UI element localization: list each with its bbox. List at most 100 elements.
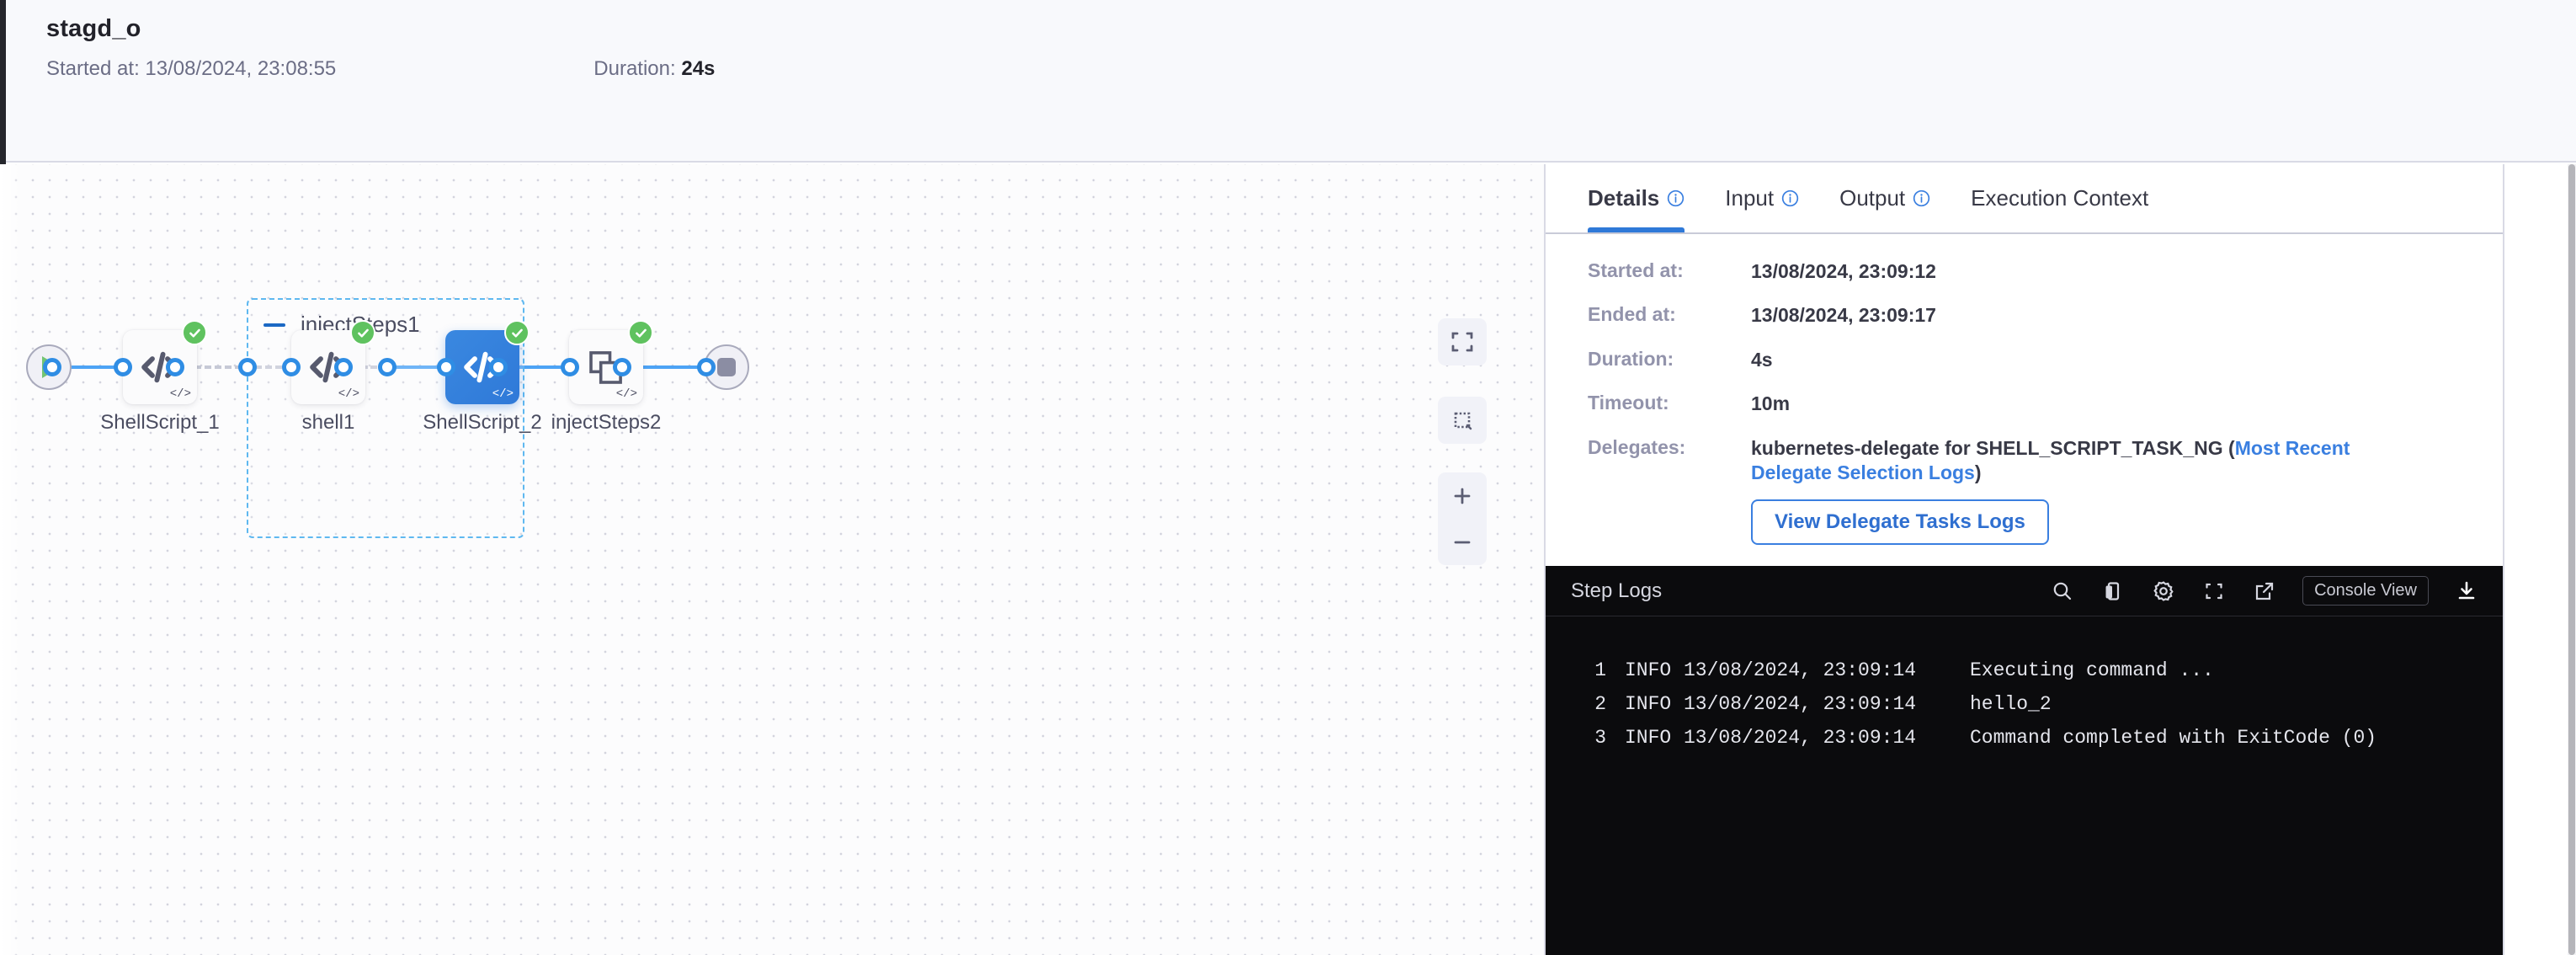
delegate-text: kubernetes-delegate for SHELL_SCRIPT_TAS… <box>1751 436 2235 459</box>
view-delegate-tasks-logs-button[interactable]: View Delegate Tasks Logs <box>1751 499 2049 545</box>
port-injectsteps2-in <box>561 358 579 376</box>
dashed-select-icon <box>1438 397 1487 444</box>
selection-box-button[interactable] <box>1438 397 1487 444</box>
detail-value: 13/08/2024, 23:09:17 <box>1751 304 1936 327</box>
delegate-text-suffix: ) <box>1974 461 1982 484</box>
scrollbar-thumb[interactable] <box>2568 164 2575 955</box>
tab-output[interactable]: Output <box>1819 164 1951 232</box>
header-meta: Started at: 13/08/2024, 23:08:55 Duratio… <box>46 57 715 81</box>
started-at-label: Started at: <box>46 57 140 80</box>
fullscreen-icon[interactable] <box>2201 579 2227 604</box>
port-shell1-out <box>334 358 353 376</box>
log-level: INFO <box>1625 659 1672 681</box>
delegate-selection-logs-link[interactable]: Most Recent Delegate Selection Logs <box>1751 436 2350 484</box>
info-icon[interactable] <box>1781 189 1799 207</box>
detail-label: Timeout: <box>1588 392 1669 414</box>
node-type-code-icon: </> <box>615 387 637 401</box>
tab-label: Output <box>1839 185 1906 211</box>
log-line: 2 INFO 13/08/2024, 23:09:14 hello_2 <box>1546 687 2503 721</box>
plus-icon[interactable] <box>1438 472 1487 519</box>
graph-node-label: ShellScript_2 <box>423 411 542 434</box>
port-shellscript2-in <box>437 358 455 376</box>
log-line-number: 1 <box>1594 659 1606 681</box>
detail-tabs: Details Input Output Execution Context <box>1546 164 2503 234</box>
graph-node-label: injectSteps2 <box>551 411 662 434</box>
tab-execution-context[interactable]: Execution Context <box>1951 164 2169 232</box>
port-shell1-in <box>282 358 301 376</box>
graph-node-injectsteps2[interactable]: </> injectSteps2 <box>551 320 661 434</box>
started-at-value: 13/08/2024, 23:08:55 <box>145 57 337 80</box>
minus-icon[interactable] <box>1438 519 1487 565</box>
graph-node-label: ShellScript_1 <box>100 411 220 434</box>
port-group-in <box>238 358 257 376</box>
status-success-icon <box>350 320 375 345</box>
detail-row-started-at: Started at: 13/08/2024, 23:09:12 <box>1588 259 2461 284</box>
fit-screen-icon <box>1438 318 1487 365</box>
port-shellscript1-out <box>166 358 184 376</box>
port-shellscript1-in <box>114 358 132 376</box>
log-line-number: 3 <box>1594 727 1606 749</box>
collapse-icon[interactable] <box>263 323 285 327</box>
log-level: INFO <box>1625 727 1672 749</box>
detail-label: Delegates: <box>1588 435 1686 458</box>
step-logs-console: Step Logs Console View <box>1544 566 2504 955</box>
node-type-code-icon: </> <box>492 387 514 401</box>
zoom-controls[interactable] <box>1438 472 1487 565</box>
tab-input[interactable]: Input <box>1705 164 1819 232</box>
duration-label: Duration: <box>593 57 676 80</box>
port-start-out <box>43 358 61 376</box>
edge-shellscript2-to-injectsteps2 <box>508 365 580 369</box>
node-type-code-icon: </> <box>338 387 359 401</box>
port-end-in <box>697 358 716 376</box>
node-type-code-icon: </> <box>169 387 191 401</box>
port-injectsteps2-out <box>613 358 631 376</box>
graph-node-shellscript2[interactable]: </> ShellScript_2 <box>423 320 542 434</box>
info-icon[interactable] <box>1913 189 1930 207</box>
detail-row-duration: Duration: 4s <box>1588 348 2461 372</box>
log-level: INFO <box>1625 693 1672 715</box>
console-title: Step Logs <box>1571 579 1663 602</box>
log-timestamp: 13/08/2024, 23:09:14 <box>1684 659 1917 681</box>
edge-shellscript1-to-shell1 <box>174 365 292 369</box>
gear-icon[interactable] <box>2151 579 2176 604</box>
log-message: Command completed with ExitCode (0) <box>1970 727 2377 749</box>
external-link-icon[interactable] <box>2252 579 2277 604</box>
graph-node-label: shell1 <box>301 411 355 434</box>
port-group-out <box>378 358 397 376</box>
search-icon[interactable] <box>2050 579 2075 604</box>
detail-value: 13/08/2024, 23:09:12 <box>1751 260 1936 282</box>
fit-to-screen-button[interactable] <box>1438 318 1487 365</box>
edge-injectsteps2-to-end <box>632 365 706 369</box>
log-timestamp: 13/08/2024, 23:09:14 <box>1684 693 1917 715</box>
edge-start-to-shellscript1 <box>52 365 128 369</box>
log-line: 1 INFO 13/08/2024, 23:09:14 Executing co… <box>1546 654 2503 687</box>
download-icon[interactable] <box>2454 579 2479 604</box>
detail-label: Started at: <box>1588 259 1684 281</box>
detail-row-timeout: Timeout: 10m <box>1588 392 2461 416</box>
duration-value: 24s <box>681 57 716 80</box>
detail-row-delegates: Delegates: kubernetes-delegate for SHELL… <box>1588 436 2461 486</box>
page-title: stagd_o <box>46 15 141 42</box>
log-timestamp: 13/08/2024, 23:09:14 <box>1684 727 1917 749</box>
log-line: 3 INFO 13/08/2024, 23:09:14 Command comp… <box>1546 721 2503 755</box>
pipeline-graph-canvas[interactable]: injectSteps1 </> ShellScript_1 <box>0 164 1544 955</box>
console-view-button[interactable]: Console View <box>2302 576 2429 606</box>
page-scrollbar[interactable] <box>2568 164 2576 955</box>
log-message: hello_2 <box>1970 693 2052 715</box>
port-shellscript2-out <box>489 358 508 376</box>
copy-icon[interactable] <box>2100 579 2126 604</box>
left-nav-rail <box>0 0 6 164</box>
detail-label: Duration: <box>1588 347 1674 370</box>
status-success-icon <box>182 320 207 345</box>
pipeline-end-node[interactable] <box>704 344 749 390</box>
graph-node-shell1[interactable]: </> shell1 <box>291 320 375 434</box>
detail-value: 10m <box>1751 392 1791 415</box>
graph-node-shellscript1[interactable]: </> ShellScript_1 <box>100 320 220 434</box>
info-icon[interactable] <box>1667 189 1685 207</box>
details-content: Started at: 13/08/2024, 23:09:12 Ended a… <box>1546 234 2503 545</box>
log-lines[interactable]: 1 INFO 13/08/2024, 23:09:14 Executing co… <box>1546 616 2503 755</box>
tab-details[interactable]: Details <box>1588 164 1705 232</box>
detail-value: kubernetes-delegate for SHELL_SCRIPT_TAS… <box>1751 436 2391 486</box>
stop-icon <box>717 358 736 376</box>
